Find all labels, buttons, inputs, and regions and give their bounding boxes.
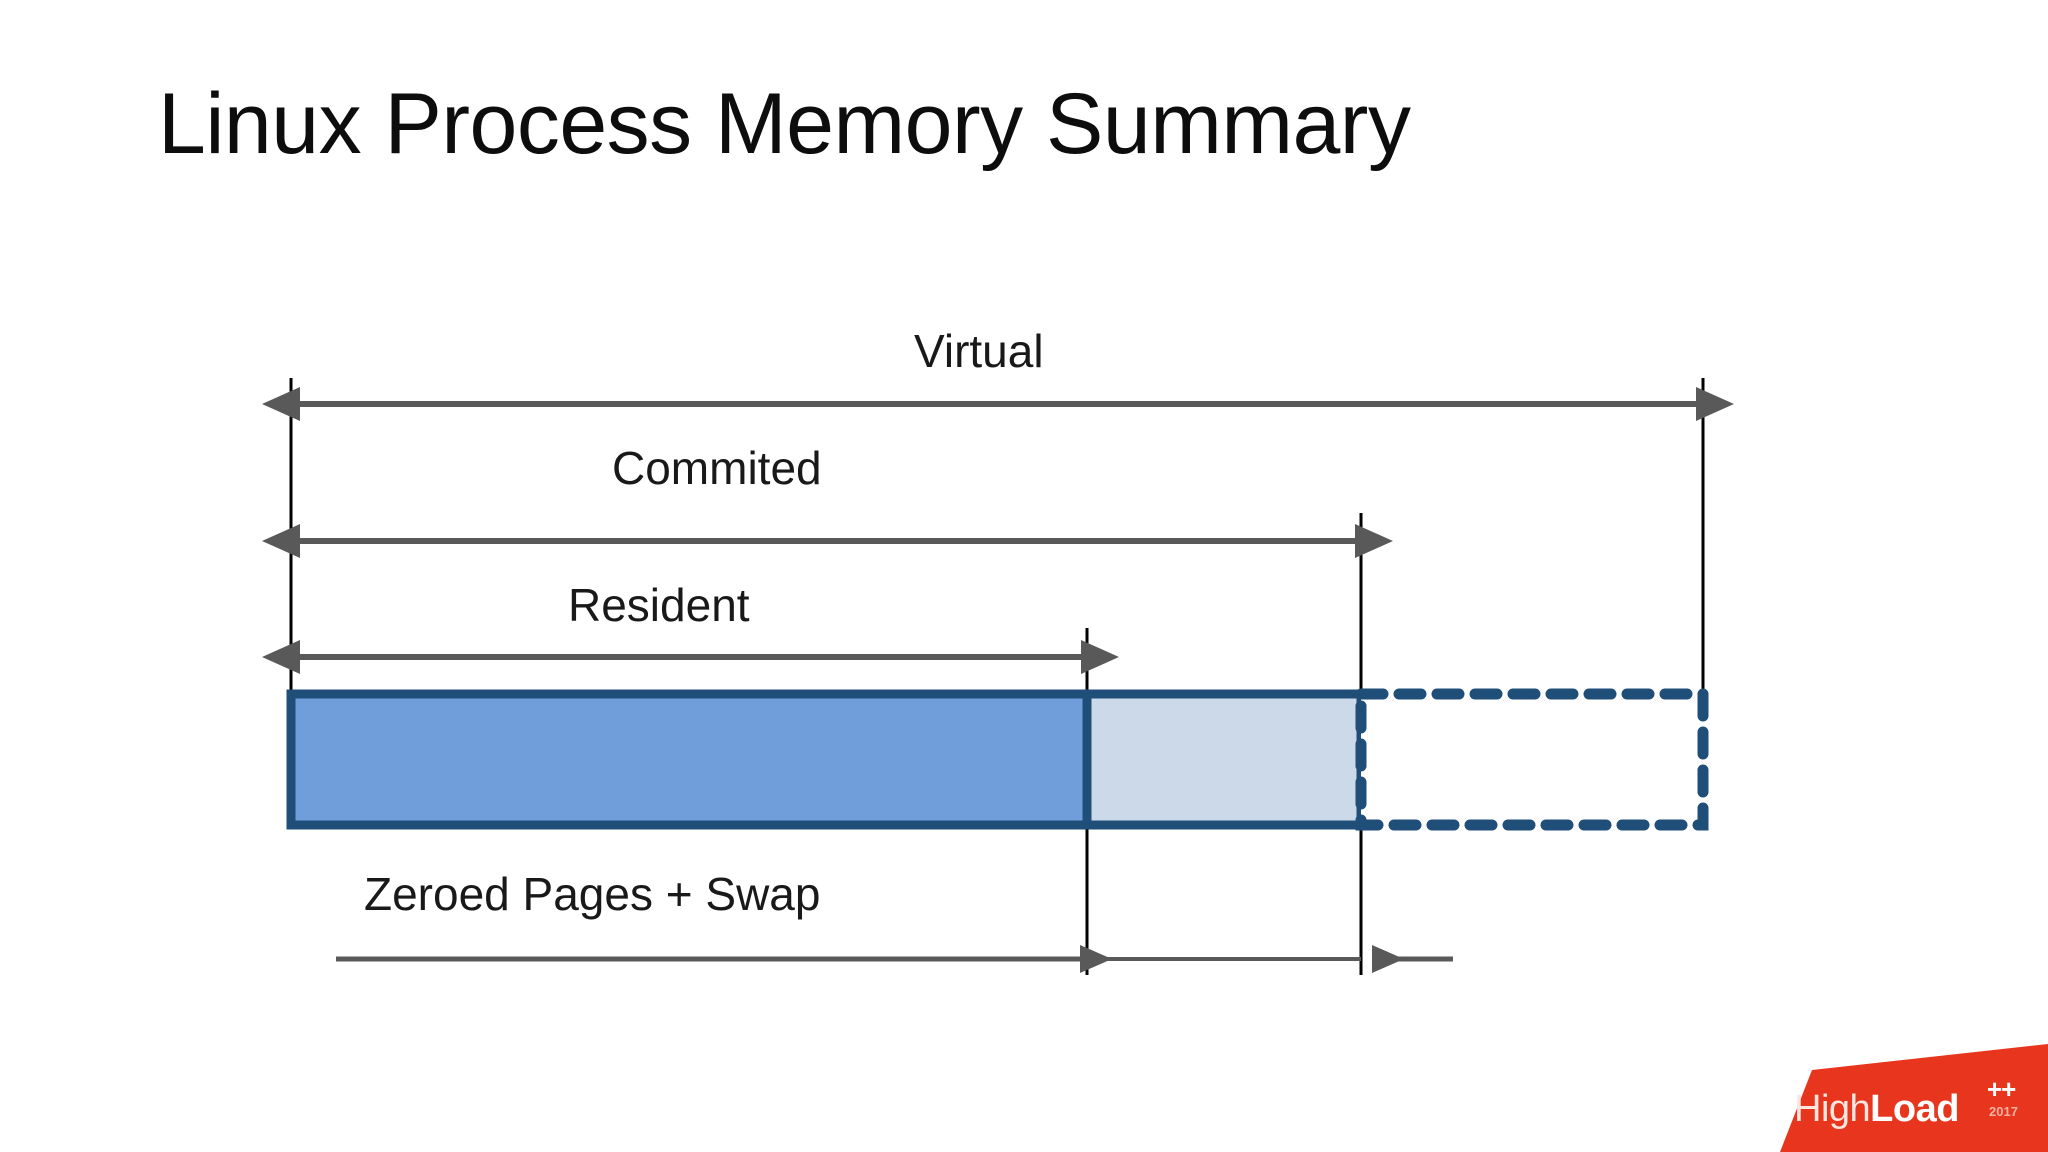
label-virtual: Virtual xyxy=(914,325,1044,377)
label-commited: Commited xyxy=(612,442,822,494)
bar-segment-commited-remainder xyxy=(1082,689,1366,830)
label-resident: Resident xyxy=(568,579,750,631)
logo-plus-plus: ++ xyxy=(1987,1074,2016,1104)
logo-brand-bold: Load xyxy=(1870,1088,1959,1130)
highload-logo-text: HighLoad xyxy=(1794,1088,1959,1131)
highload-logo-shape xyxy=(1780,1044,2048,1152)
page-title: Linux Process Memory Summary xyxy=(158,76,1411,172)
logo-brand-light: High xyxy=(1794,1088,1871,1130)
bar-segment-resident xyxy=(286,689,1092,830)
logo-year: 2017 xyxy=(1989,1104,2018,1119)
label-zeroed-pages-swap: Zeroed Pages + Swap xyxy=(364,868,821,920)
bar-segment-virtual-remainder xyxy=(1355,688,1709,831)
